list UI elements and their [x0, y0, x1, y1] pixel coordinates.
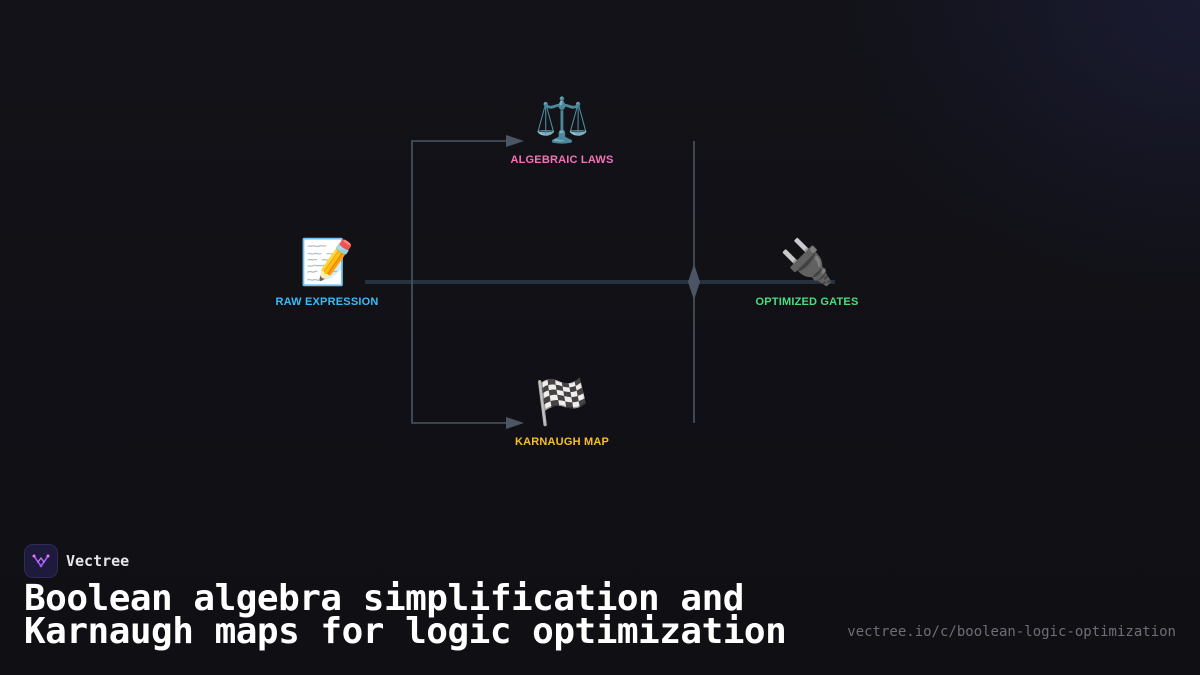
node-algebraic-laws: ⚖️ ALGEBRAIC LAWS	[472, 95, 652, 167]
merge-arrowhead-down	[688, 282, 700, 300]
node-label: ALGEBRAIC LAWS	[510, 154, 614, 166]
balance-scale-icon: ⚖️	[534, 95, 590, 146]
title-line-1: Boolean algebra simplification and	[24, 578, 744, 619]
electric-plug-icon: 🔌	[779, 237, 835, 288]
merge-arrowhead-up	[688, 264, 700, 282]
memo-icon: 📝	[299, 237, 355, 288]
node-karnaugh-map: 🏁 KARNAUGH MAP	[472, 377, 652, 449]
edge-raw-to-karnaugh	[411, 282, 510, 424]
edge-raw-to-algebraic	[411, 140, 510, 282]
node-label: OPTIMIZED GATES	[755, 296, 859, 308]
checkered-flag-icon: 🏁	[534, 377, 590, 428]
arrowhead-karnaugh	[506, 417, 524, 429]
vectree-logo-icon	[24, 544, 58, 578]
brand: Vectree	[24, 544, 129, 578]
node-label: RAW EXPRESSION	[275, 296, 379, 308]
brand-name: Vectree	[66, 552, 130, 570]
node-optimized-gates: 🔌 OPTIMIZED GATES	[717, 237, 897, 309]
source-url: vectree.io/c/boolean-logic-optimization	[847, 624, 1176, 640]
node-label: KARNAUGH MAP	[514, 436, 610, 448]
page-title: Boolean algebra simplification and Karna…	[24, 578, 824, 652]
title-line-2: Karnaugh maps for logic optimization	[24, 611, 787, 652]
node-raw-expression: 📝 RAW EXPRESSION	[237, 237, 417, 309]
arrowhead-algebraic	[506, 135, 524, 147]
